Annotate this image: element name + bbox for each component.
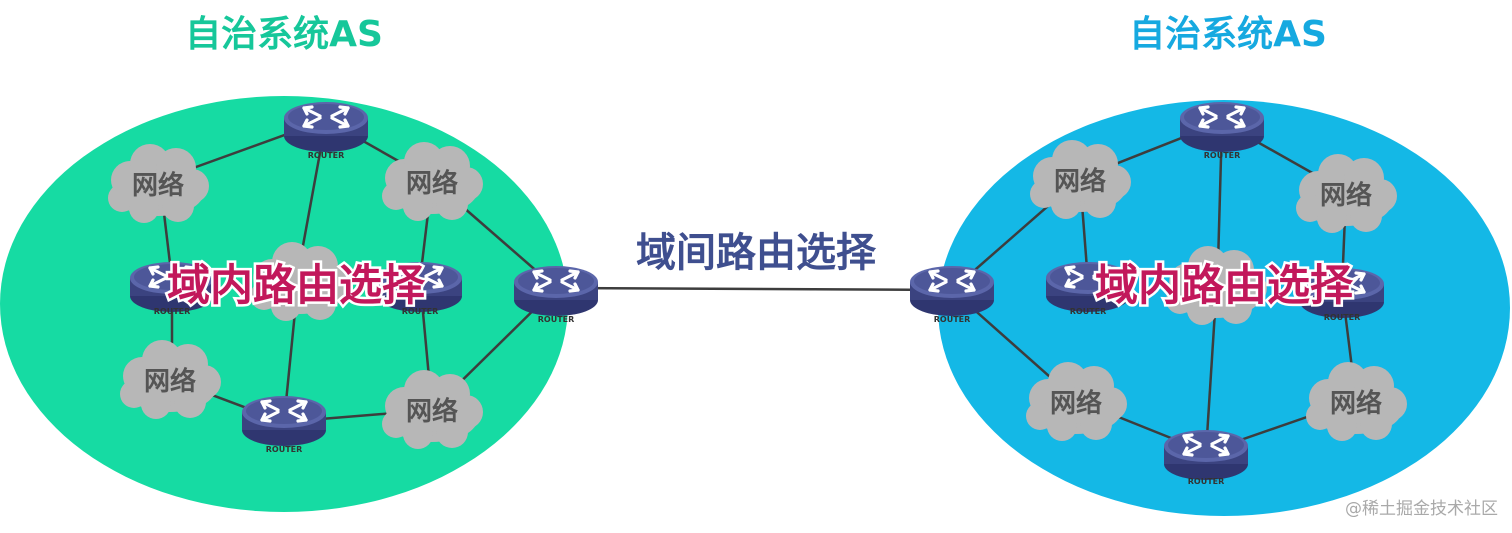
svg-text:ROUTER: ROUTER xyxy=(1070,307,1107,316)
svg-text:ROUTER: ROUTER xyxy=(154,307,191,316)
inter-domain-link xyxy=(555,286,953,292)
network-cloud: 网络 xyxy=(1306,362,1407,441)
network-cloud: 网络 xyxy=(108,144,209,223)
svg-text:ROUTER: ROUTER xyxy=(934,315,971,324)
inter-domain-label: 域间路由选择 xyxy=(636,230,877,276)
svg-text:ROUTER: ROUTER xyxy=(1204,151,1241,160)
intra-domain-label-left: 域内路由选择 xyxy=(167,261,426,311)
svg-text:网络: 网络 xyxy=(406,396,458,427)
svg-text:网络: 网络 xyxy=(132,170,184,201)
intra-domain-label-right: 域内路由选择 xyxy=(1095,261,1354,311)
router-icon: ROUTER xyxy=(376,260,464,316)
router-icon: ROUTER xyxy=(908,264,996,324)
as-right-title: 自治系统AS xyxy=(1129,14,1327,55)
as-left-title: 自治系统AS xyxy=(185,14,383,55)
svg-text:ROUTER: ROUTER xyxy=(308,151,345,160)
router-icon: ROUTER xyxy=(1298,266,1386,322)
svg-text:网络: 网络 xyxy=(1054,166,1106,197)
network-cloud: 网络 xyxy=(382,142,483,221)
network-cloud: 网络 xyxy=(382,370,483,449)
svg-text:网络: 网络 xyxy=(1330,388,1382,419)
svg-text:网络: 网络 xyxy=(1320,180,1372,211)
router-icon: ROUTER xyxy=(282,100,370,160)
svg-text:ROUTER: ROUTER xyxy=(538,315,575,324)
svg-text:ROUTER: ROUTER xyxy=(1188,477,1225,486)
svg-text:ROUTER: ROUTER xyxy=(1324,313,1361,322)
svg-text:网络: 网络 xyxy=(1050,388,1102,419)
watermark: @稀土掘金技术社区 xyxy=(1345,499,1498,519)
svg-text:ROUTER: ROUTER xyxy=(266,445,303,454)
network-cloud: 网络 xyxy=(1030,140,1131,219)
router-icon: ROUTER xyxy=(1178,100,1266,160)
router-icon: ROUTER xyxy=(512,264,600,324)
network-cloud: 网络 xyxy=(120,340,221,419)
router-icon: ROUTER xyxy=(1162,428,1250,486)
svg-text:网络: 网络 xyxy=(144,366,196,397)
network-cloud: 网络 xyxy=(1026,362,1127,441)
svg-text:ROUTER: ROUTER xyxy=(402,307,439,316)
router-icon: ROUTER xyxy=(1044,260,1132,316)
router-icon: ROUTER xyxy=(240,394,328,454)
svg-text:网络: 网络 xyxy=(406,168,458,199)
router-icon: ROUTER xyxy=(128,260,216,316)
network-cloud: 网络 xyxy=(1296,154,1397,233)
